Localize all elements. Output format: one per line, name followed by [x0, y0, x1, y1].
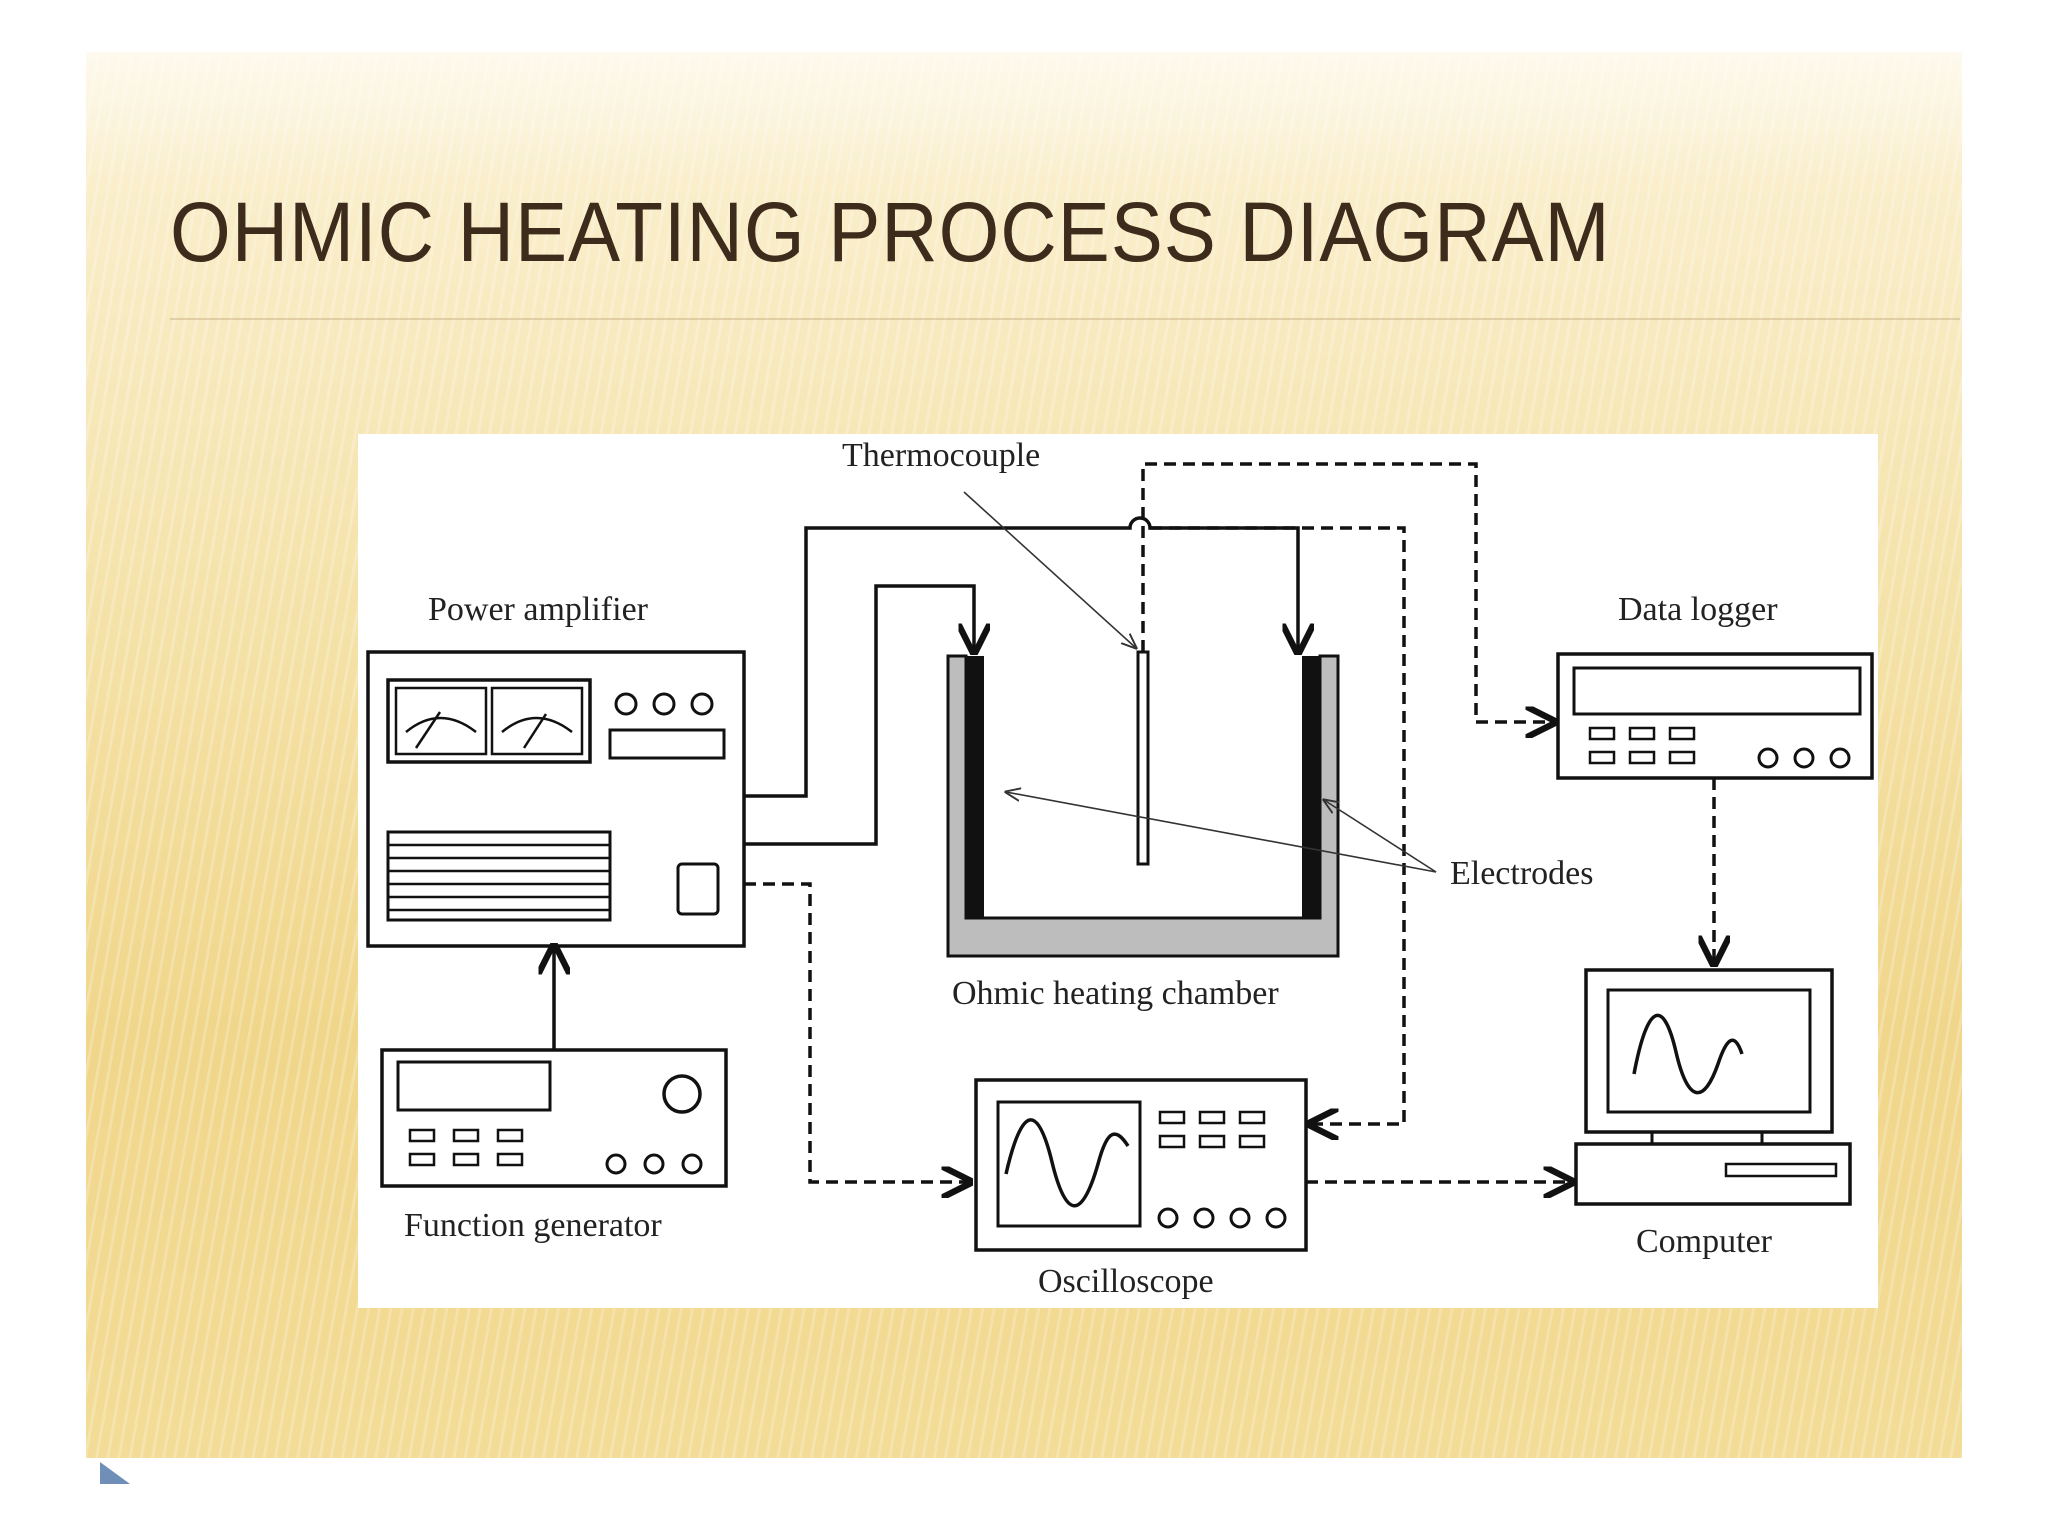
data-logger: [1556, 652, 1874, 780]
leader-lines: [963, 491, 1437, 873]
computer: [1574, 968, 1852, 1206]
function-generator: [380, 1048, 728, 1188]
computer-case: [1574, 1142, 1852, 1206]
slide-corner-triangle-icon: [100, 1462, 130, 1484]
power-wiring: [554, 516, 1298, 1050]
meter-left: [394, 686, 488, 756]
label-oscilloscope: Oscilloscope: [1038, 1263, 1214, 1300]
meter-right: [490, 686, 584, 756]
power-amplifier: [366, 650, 746, 948]
label-data-logger: Data logger: [1618, 591, 1778, 628]
slide: OHMIC HEATING PROCESS DIAGRAM: [86, 52, 1962, 1458]
vent-grille: [386, 830, 612, 922]
data-logger-body: [1556, 652, 1874, 780]
ohmic-heating-diagram: Thermocouple Power amplifier Data logger…: [366, 437, 1874, 1300]
oscilloscope: [974, 1078, 1308, 1252]
title-underline: [170, 318, 1960, 320]
label-thermocouple: Thermocouple: [842, 437, 1040, 474]
slide-glow: [86, 52, 1962, 182]
power-amplifier-body: [366, 650, 746, 948]
label-electrodes: Electrodes: [1450, 855, 1594, 892]
ohmic-heating-chamber: [946, 650, 1340, 958]
label-chamber: Ohmic heating chamber: [952, 975, 1279, 1012]
slide-title: OHMIC HEATING PROCESS DIAGRAM: [170, 185, 1611, 279]
meter-panel: [386, 678, 592, 764]
thermocouple-probe: [1136, 650, 1150, 866]
computer-monitor: [1584, 968, 1834, 1134]
oscilloscope-body: [974, 1078, 1308, 1252]
electrode-right: [1302, 656, 1320, 918]
electrode-left: [966, 656, 984, 918]
label-function-generator: Function generator: [404, 1207, 662, 1244]
signal-wiring: [744, 462, 1714, 1182]
label-computer: Computer: [1636, 1223, 1773, 1260]
diagram-panel: Thermocouple Power amplifier Data logger…: [358, 434, 1878, 1308]
label-power-amplifier: Power amplifier: [428, 591, 649, 628]
